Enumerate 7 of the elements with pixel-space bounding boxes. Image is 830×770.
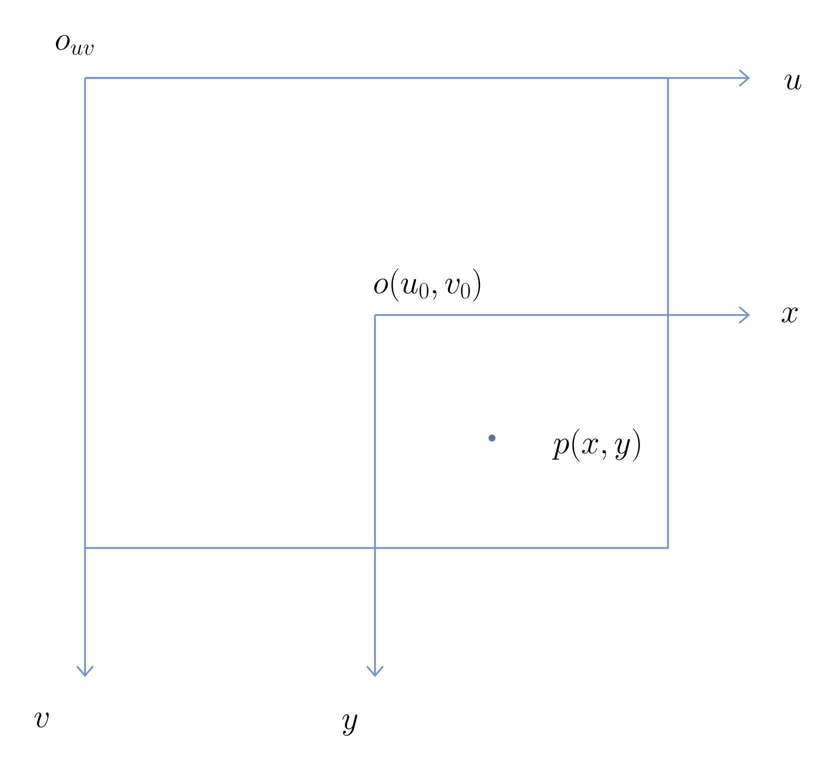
axis-label: $p(x,y)$	[552, 428, 640, 462]
axis-label: $x$	[782, 308, 798, 322]
axis-label: $o_{uv}$	[56, 35, 94, 55]
axis-label: $v$	[34, 712, 49, 728]
axis-label: $o(u_0,v_0)$	[374, 268, 480, 302]
axis-label: $u$	[784, 74, 802, 90]
axis-label: $y$	[342, 714, 358, 736]
